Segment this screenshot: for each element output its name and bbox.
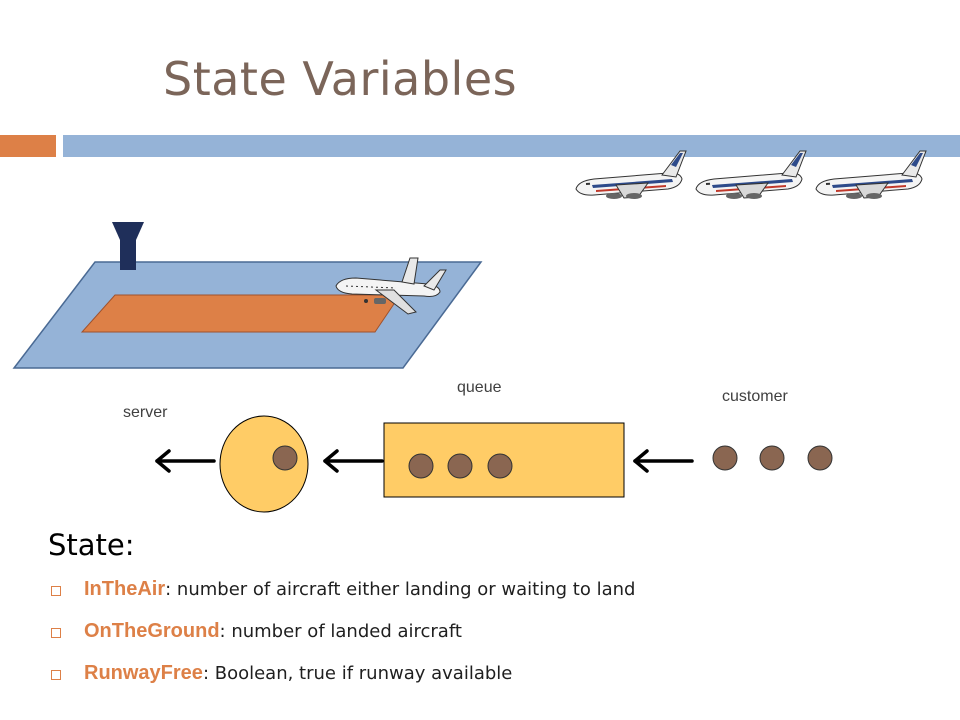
server-label: server: [123, 404, 168, 421]
state-variable-item: RunwayFree: Boolean, true if runway avai…: [48, 662, 635, 704]
state-variable-term: InTheAir: [84, 578, 166, 600]
arriving-customer-dot: [712, 445, 738, 471]
arrow-server-out-icon: [155, 449, 216, 473]
title-accent-bar-orange: [0, 135, 56, 157]
title-accent-bar-blue: [63, 135, 960, 157]
waiting-aircraft-icon: [575, 150, 687, 200]
waiting-aircraft-icon: [695, 150, 807, 200]
queue-customer-dot: [408, 453, 434, 479]
state-variable-item: OnTheGround: number of landed aircraft: [48, 620, 635, 662]
state-variable-desc: : Boolean, true if runway available: [202, 663, 513, 684]
arrow-customer-to-queue-icon: [633, 449, 694, 473]
square-bullet-icon: [51, 586, 61, 596]
state-variable-item: InTheAir: number of aircraft either land…: [48, 578, 635, 620]
waiting-aircraft-icon: [815, 150, 927, 200]
state-variable-desc: : number of landed aircraft: [219, 621, 462, 642]
server-customer-dot: [272, 445, 298, 471]
square-bullet-icon: [51, 670, 61, 680]
customer-label: customer: [722, 388, 788, 405]
queue-customer-dot: [447, 453, 473, 479]
state-variable-list: InTheAir: number of aircraft either land…: [48, 578, 635, 704]
queue-customer-dot: [487, 453, 513, 479]
control-tower-icon: [112, 222, 144, 270]
state-heading: State:: [48, 528, 135, 562]
queue-label: queue: [457, 379, 502, 396]
state-variable-desc: : number of aircraft either landing or w…: [165, 579, 636, 600]
square-bullet-icon: [51, 628, 61, 638]
arriving-customer-dot: [759, 445, 785, 471]
page-title: State Variables: [163, 52, 518, 106]
server-node: [219, 415, 309, 513]
waiting-aircraft-group: [575, 150, 927, 200]
state-variable-term: RunwayFree: [84, 662, 203, 684]
state-variable-term: OnTheGround: [84, 620, 220, 642]
arriving-customer-dot: [807, 445, 833, 471]
arrow-queue-to-server-icon: [323, 449, 384, 473]
runway: [80, 294, 401, 333]
